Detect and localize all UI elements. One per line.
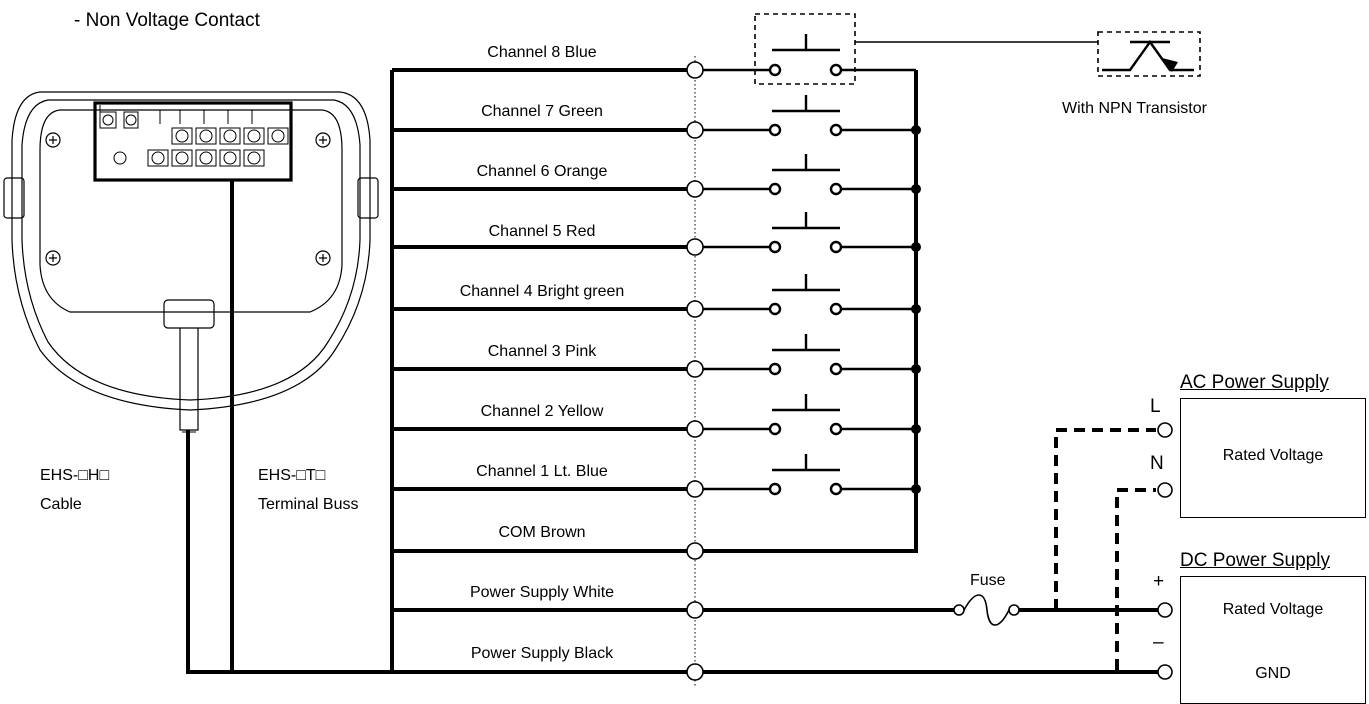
channel-7-label: Channel 7 Green bbox=[481, 103, 603, 120]
dc-rated-voltage: Rated Voltage bbox=[1222, 601, 1324, 618]
ac-supply-title: AC Power Supply bbox=[1180, 372, 1329, 393]
channel-2-label: Channel 2 Yellow bbox=[480, 403, 604, 420]
com-label: COM Brown bbox=[498, 524, 586, 541]
switch-wires bbox=[702, 68, 916, 491]
ac-wires bbox=[1054, 428, 1156, 670]
arrow-icon bbox=[1162, 58, 1178, 72]
npn-dashed-boxes bbox=[754, 13, 1201, 85]
npn-label: With NPN Transistor bbox=[1062, 100, 1207, 117]
supply-terminals bbox=[1157, 422, 1173, 680]
junction-dots bbox=[911, 125, 921, 494]
terminal-type: Terminal Buss bbox=[258, 496, 359, 513]
diagram-heading: - Non Voltage Contact bbox=[74, 10, 260, 31]
ac-n-terminal-label: N bbox=[1150, 453, 1164, 474]
ac-supply-box: Rated Voltage bbox=[1180, 398, 1366, 518]
power-white-label: Power Supply White bbox=[469, 584, 615, 601]
power-black-label: Power Supply Black bbox=[470, 645, 614, 662]
dc-gnd: GND bbox=[1255, 665, 1291, 682]
dc-supply-box: Rated Voltage GND bbox=[1180, 576, 1366, 704]
dc-supply-title: DC Power Supply bbox=[1180, 550, 1330, 571]
channel-8-label: Channel 8 Blue bbox=[487, 44, 597, 61]
device-illustration bbox=[3, 91, 379, 433]
channel-3-label: Channel 3 Pink bbox=[487, 343, 597, 360]
cable-model: EHS-□H□ bbox=[40, 467, 110, 484]
switches bbox=[768, 34, 843, 496]
dc-plus-label: + bbox=[1153, 571, 1165, 592]
dc-minus-label: – bbox=[1153, 632, 1164, 653]
cable-type: Cable bbox=[40, 496, 82, 513]
terminal-circles bbox=[686, 61, 704, 681]
npn-transistor-icon bbox=[1102, 39, 1194, 72]
fuse-label: Fuse bbox=[970, 572, 1006, 589]
fuse-icon bbox=[953, 594, 1020, 626]
ac-l-terminal-label: L bbox=[1150, 396, 1161, 417]
channel-4-label: Channel 4 Bright green bbox=[459, 283, 625, 300]
ac-rated-voltage: Rated Voltage bbox=[1222, 447, 1324, 464]
channel-1-label: Channel 1 Lt. Blue bbox=[476, 463, 608, 480]
channel-6-label: Channel 6 Orange bbox=[476, 163, 608, 180]
terminal-model: EHS-□T□ bbox=[258, 467, 326, 484]
channel-5-label: Channel 5 Red bbox=[488, 223, 596, 240]
wires bbox=[186, 68, 1160, 674]
